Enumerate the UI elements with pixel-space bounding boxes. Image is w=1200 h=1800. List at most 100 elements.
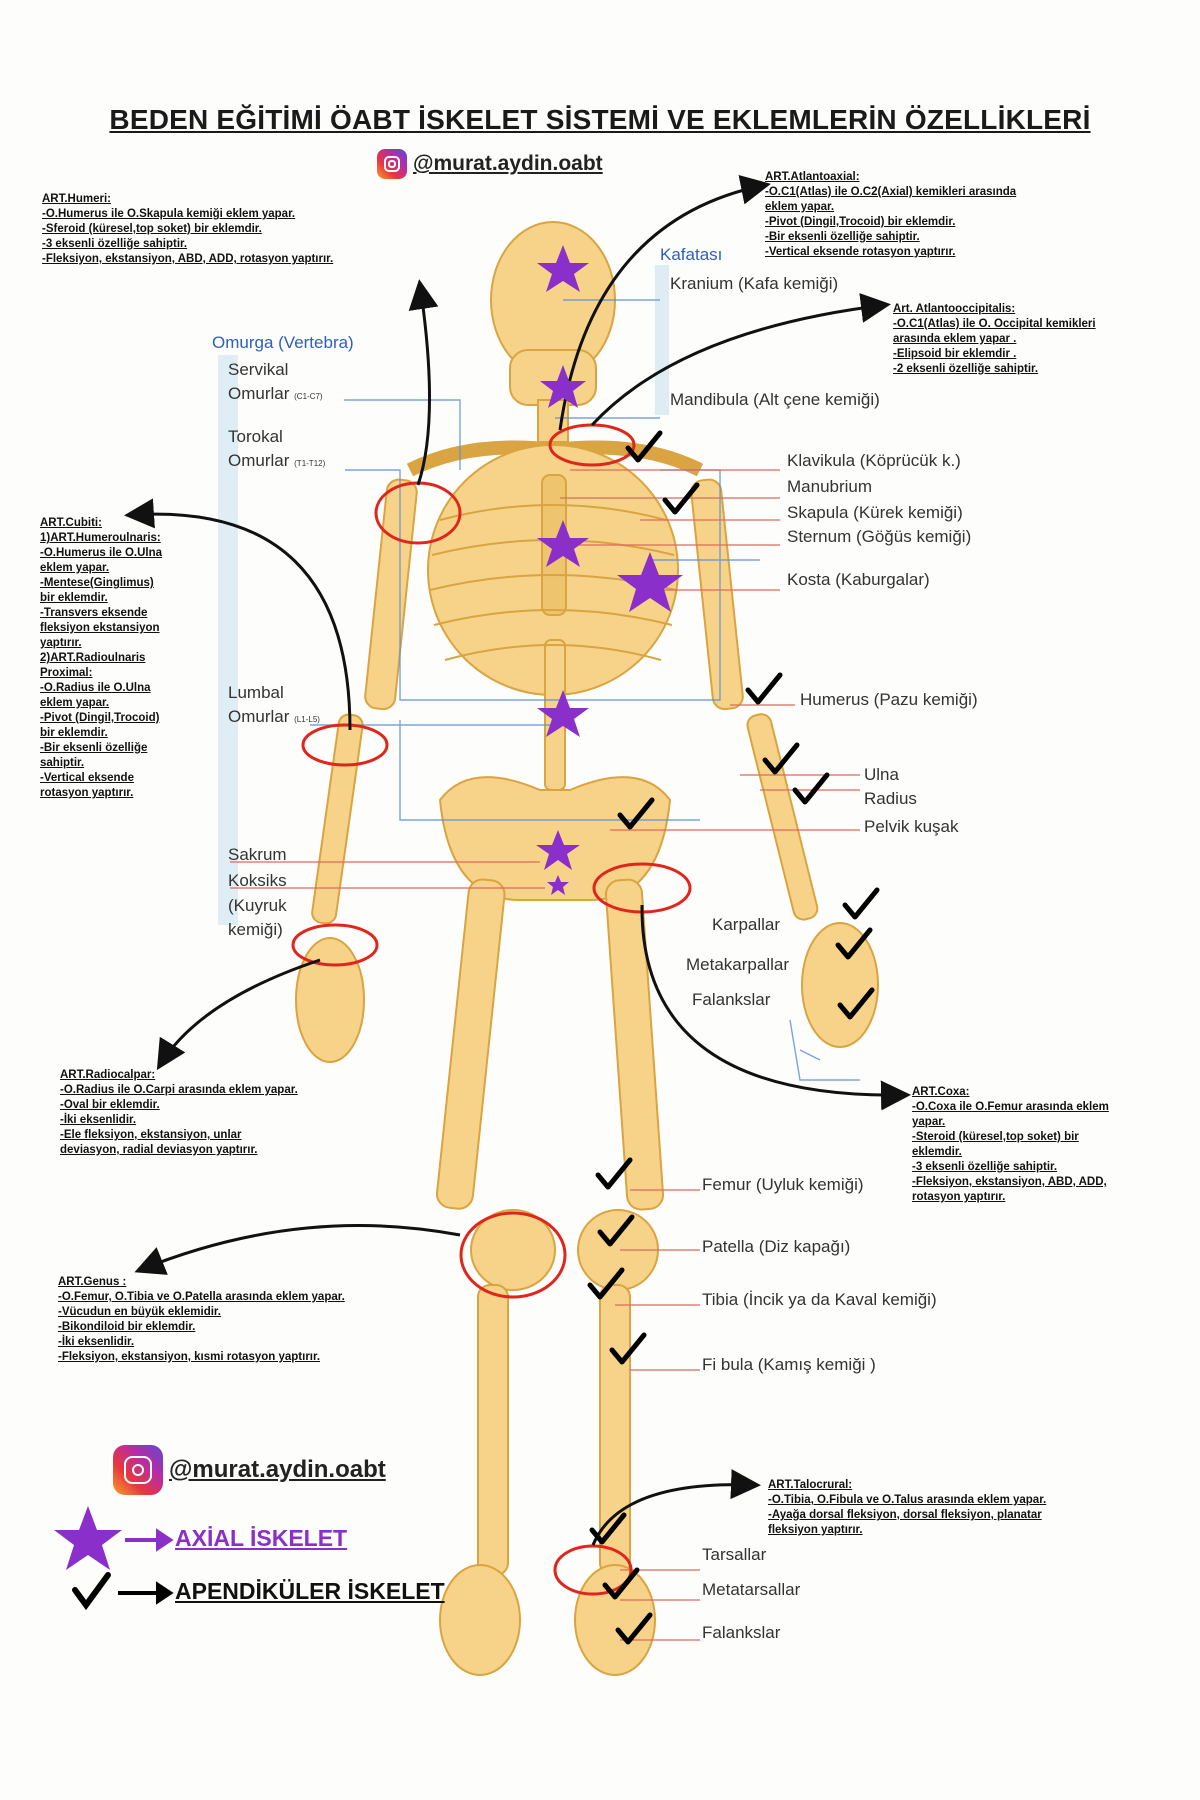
note-art-radiocalpar: ART.Radiocalpar:-O.Radius ile O.Carpi ar…: [60, 1069, 298, 1156]
atlantooccipitalis-arrow: [590, 293, 891, 427]
label-manubrium: Manubrium: [787, 477, 873, 496]
appendicular-check: [617, 797, 655, 830]
label-patella: Patella (Diz kapağı): [702, 1237, 851, 1256]
instagram-handle-bottom[interactable]: @murat.aydin.oabt: [113, 1445, 386, 1495]
label-servikal: Servikal: [228, 360, 289, 379]
appendicular-check: [837, 987, 875, 1020]
appendicular-check: [842, 887, 880, 920]
instagram-icon: [377, 149, 407, 179]
cubiti-arrow: [124, 498, 352, 731]
left-knee-shape: [470, 1209, 556, 1291]
label-sakrum: Sakrum: [228, 845, 287, 864]
label-femur: Femur (Uyluk kemiği): [702, 1175, 864, 1194]
label-kafatasi: Kafatası: [660, 245, 723, 264]
appendicular-check: [662, 482, 700, 515]
note-art-humeri: ART.Humeri:-O.Humerus ile O.Skapula kemi…: [42, 193, 334, 265]
left-femur-shape: [435, 878, 506, 1210]
knee-joint-circle: [459, 1211, 567, 1299]
ankle-joint-circle: [553, 1544, 633, 1596]
note-art-atlantooccipitalis: Art. Atlantooccipitalis:-O.C1(Atlas) ile…: [893, 303, 1096, 375]
label-kuyruk-1: (Kuyruk: [228, 896, 287, 915]
radiocalpar-arrow: [156, 958, 321, 1071]
label-servikal-omurlar: Omurlar (C1-C7): [228, 384, 323, 403]
appendicular-check: [602, 1567, 640, 1600]
axial-star: [537, 520, 589, 567]
note-art-talocrural: ART.Talocrural:-O.Tibia, O.Fibula ve O.T…: [768, 1479, 1047, 1536]
left-foot-shape: [439, 1564, 521, 1676]
label-tibia: Tibia (İncik ya da Kaval kemiği): [702, 1290, 937, 1309]
axial-star: [536, 830, 580, 870]
label-ulna: Ulna: [864, 765, 899, 784]
label-kranium: Kranium (Kafa kemiği): [670, 274, 839, 293]
axial-star: [540, 365, 586, 408]
label-lumbal-omurlar: Omurlar (L1-L5): [228, 707, 320, 726]
humeri-arrow: [408, 279, 439, 486]
instagram-handle-top[interactable]: @murat.aydin.oabt: [377, 149, 603, 179]
talocrural-arrow: [591, 1469, 761, 1546]
left-hand-shape: [295, 937, 365, 1063]
label-kuyruk-2: kemiği): [228, 920, 283, 939]
label-humerus: Humerus (Pazu kemiği): [800, 690, 978, 709]
appendicular-check: [745, 672, 783, 705]
label-radius: Radius: [864, 789, 917, 808]
label-omurga: Omurga (Vertebra): [212, 333, 354, 352]
legend-apendikuler: APENDİKÜLER İSKELET: [175, 1578, 445, 1604]
note-art-coxa: ART.Coxa:-O.Coxa ile O.Femur arasında ek…: [912, 1086, 1109, 1203]
note-art-genus: ART.Genus :-O.Femur, O.Tibia ve O.Patell…: [58, 1276, 345, 1363]
label-mandibula: Mandibula (Alt çene kemiği): [670, 390, 880, 409]
page-title: BEDEN EĞİTİMİ ÖABT İSKELET SİSTEMİ VE EK…: [109, 104, 1091, 135]
appendicular-check: [835, 927, 873, 960]
label-klavikula: Klavikula (Köprücük k.): [787, 451, 961, 470]
appendicular-check: [792, 772, 830, 805]
label-karpallar: Karpallar: [712, 915, 781, 934]
label-koksiks: Koksiks: [228, 871, 287, 890]
label-metatarsallar: Metatarsallar: [702, 1580, 801, 1599]
left-humerus-shape: [364, 478, 418, 711]
appendicular-check: [615, 1612, 653, 1645]
legend-axial: AXİAL İSKELET: [175, 1525, 348, 1551]
left-forearm-shape: [311, 713, 364, 925]
appendicular-check: [762, 742, 800, 775]
axial-star: [617, 552, 683, 612]
note-art-cubiti: ART.Cubiti:1)ART.Humeroulnaris:-O.Humeru…: [40, 517, 163, 799]
label-falankslar-ayak: Falankslar: [702, 1623, 781, 1642]
appendicular-check: [589, 1512, 627, 1545]
label-falankslar-el: Falankslar: [692, 990, 771, 1009]
appendicular-check: [597, 1214, 635, 1247]
appendicular-check: [595, 1157, 633, 1190]
label-torokal: Torokal: [228, 427, 283, 446]
instagram-icon: [113, 1445, 163, 1495]
wrist-joint-circle: [291, 923, 379, 967]
handle-text: @murat.aydin.oabt: [413, 152, 603, 175]
atlantoaxial-arrow: [558, 175, 771, 431]
axial-star: [537, 245, 589, 292]
label-metakarpallar: Metakarpallar: [686, 955, 789, 974]
label-torokal-omurlar: Omurlar (T1-T12): [228, 451, 326, 470]
label-kosta: Kosta (Kaburgalar): [787, 570, 930, 589]
label-sternum: Sternum (Göğüs kemiği): [787, 527, 972, 546]
elbow-joint-circle: [301, 723, 389, 767]
legend-check-icon: [72, 1572, 111, 1611]
label-fibula: Fi bula (Kamış kemiği ): [702, 1355, 876, 1374]
appendicular-check: [587, 1267, 625, 1300]
axial-star: [547, 875, 569, 895]
legend-star-icon: [54, 1506, 122, 1570]
right-tibia-shape: [599, 1284, 631, 1576]
left-tibia-shape: [477, 1284, 509, 1576]
label-pelvik: Pelvik kuşak: [864, 817, 959, 836]
axial-star: [537, 690, 589, 737]
right-femur-shape: [604, 878, 665, 1211]
note-art-atlantoaxial: ART.Atlantoaxial:-O.C1(Atlas) ile O.C2(A…: [765, 171, 1017, 258]
appendicular-check: [625, 430, 663, 463]
right-humerus-shape: [690, 478, 744, 711]
label-skapula: Skapula (Kürek kemiği): [787, 503, 963, 522]
label-lumbal: Lumbal: [228, 683, 284, 702]
appendicular-check: [609, 1332, 647, 1365]
coxa-arrow: [640, 904, 911, 1111]
genus-arrow: [134, 1224, 461, 1275]
right-hand-shape: [801, 922, 879, 1048]
right-forearm-shape: [746, 713, 819, 921]
handle-text: @murat.aydin.oabt: [169, 1456, 386, 1483]
